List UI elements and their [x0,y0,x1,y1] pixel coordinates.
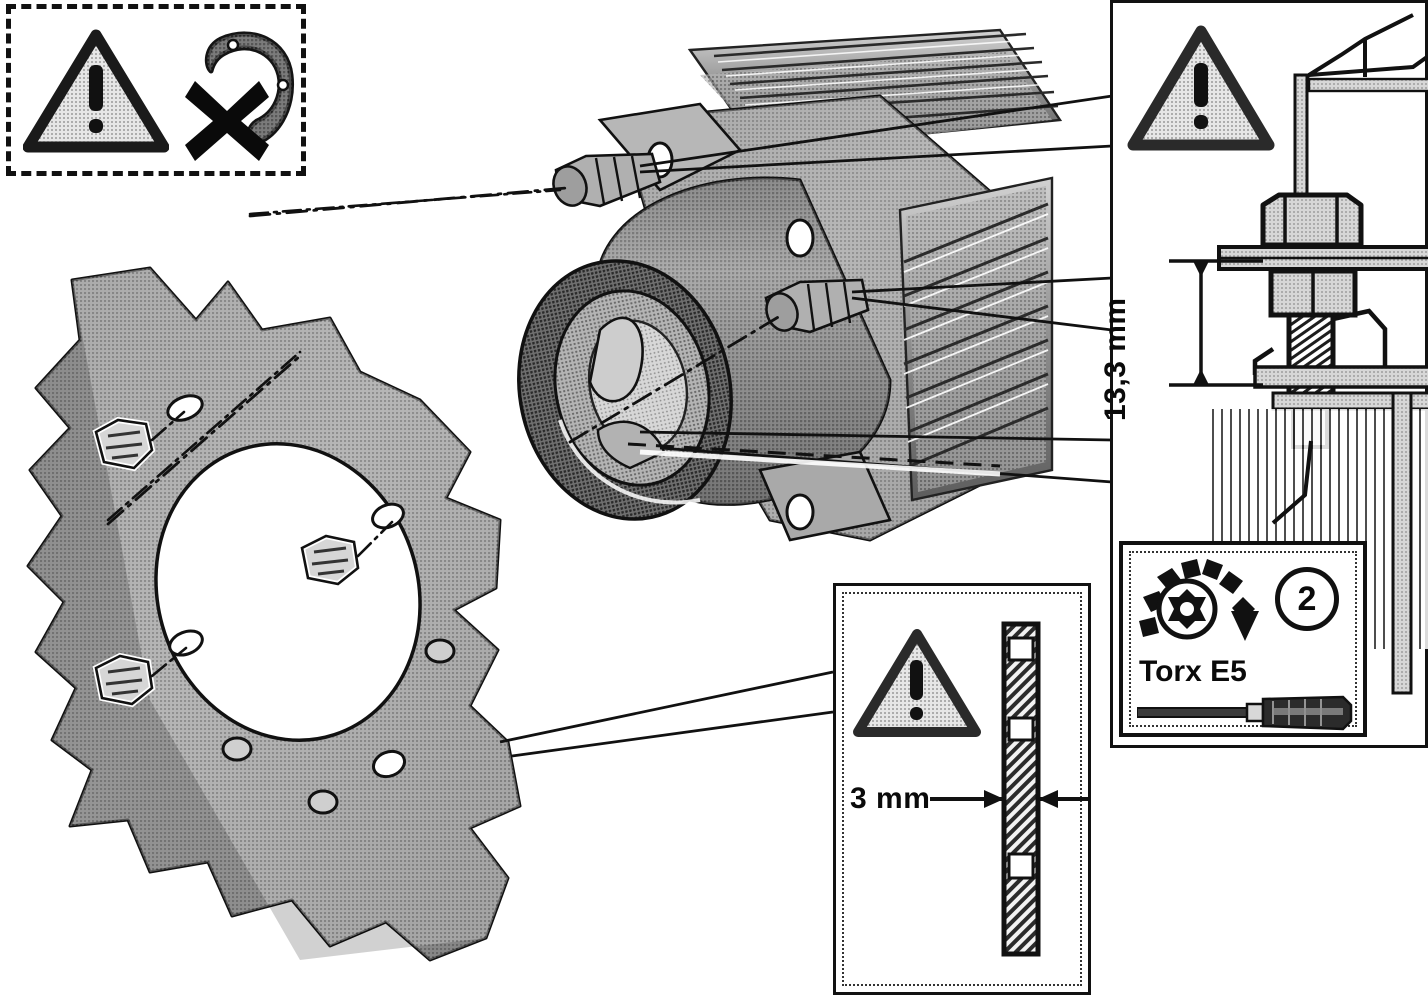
motor-barrel [517,176,892,521]
finned-motor-housing [517,28,1063,542]
plate-thickness-detail-panel: 3 mm [833,583,1091,995]
torx-tool-label: Torx E5 [1139,655,1247,688]
cooling-fins-lower [898,176,1054,502]
dimension-line-13-3 [1169,259,1263,387]
warning-triangle-icon [852,628,982,740]
mounting-bosses [597,102,892,542]
assembly-axis-long [106,186,782,526]
warning-triangle-icon [1127,25,1275,153]
torx-socket-icon [1139,559,1259,641]
do-not-use-gasket-warning [6,4,306,176]
fixing-screw-middle [764,278,870,334]
screw-head-middle [298,532,362,588]
screw-head-bottom [92,652,156,708]
screw-cross-section [1169,13,1428,695]
plate-section-bar [930,621,1088,957]
dimension-label-13-3mm: 13,3 mm [1099,297,1132,421]
screw-depth-detail-panel: 13,3 mm [1099,0,1428,748]
screwdriver-icon [1137,695,1353,731]
screw-head-top [92,416,156,472]
star-mounting-plate [26,266,522,962]
torx-tool-inset: 2 Torx E5 [1119,541,1367,737]
warning-triangle-icon [23,29,169,155]
cross-out-icon [181,75,273,172]
quantity-badge: 2 [1275,567,1339,631]
exploded-screws [92,416,362,708]
fixing-screw-upper [552,152,662,208]
dimension-label-3mm: 3 mm [850,782,931,815]
leader-lines [499,94,1113,758]
plate-holes [166,394,456,815]
